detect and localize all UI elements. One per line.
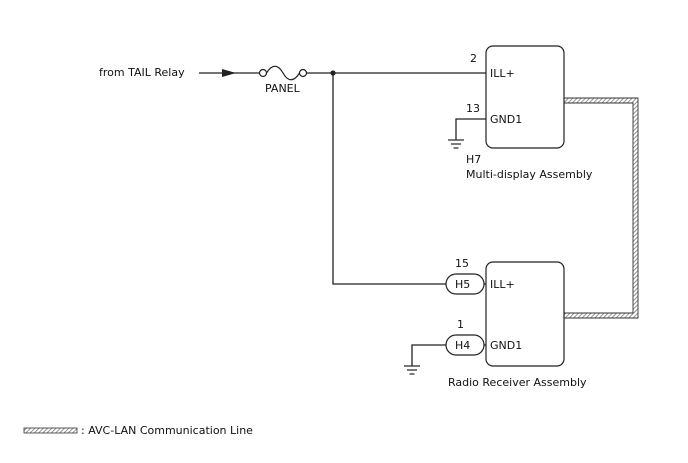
- lower-pin-1-number: 1: [457, 318, 464, 331]
- lower-pin-1-label: GND1: [490, 339, 522, 352]
- lower-pin-15-label: ILL+: [490, 278, 515, 291]
- fuse-label: PANEL: [265, 82, 301, 95]
- upper-component-name: Multi-display Assembly: [466, 168, 593, 181]
- lower-ground-wire: [411, 344, 446, 366]
- source-label: from TAIL Relay: [99, 66, 185, 79]
- h4-connector-label: H4: [455, 339, 470, 352]
- lower-component-name: Radio Receiver Assembly: [448, 376, 587, 389]
- upper-pin-13-number: 13: [466, 102, 480, 115]
- legend-label: : AVC-LAN Communication Line: [81, 424, 253, 437]
- multi-display-assembly-box: [485, 45, 565, 149]
- radio-receiver-assembly-box: [485, 261, 565, 367]
- legend-swatch: [23, 427, 78, 434]
- upper-ground-wire: [455, 118, 486, 140]
- source-arrow-icon: [222, 69, 236, 77]
- upper-pin-13-label: GND1: [490, 113, 522, 126]
- lower-pin-15-number: 15: [455, 257, 469, 270]
- upper-pin-2-number: 2: [470, 52, 477, 65]
- avc-lan-line: [563, 97, 639, 319]
- power-wire-lower: [332, 73, 446, 285]
- h5-connector-label: H5: [455, 278, 470, 291]
- lower-ground-icon: [404, 365, 420, 375]
- upper-pin-2-label: ILL+: [490, 67, 515, 80]
- upper-ground-icon: [448, 139, 464, 149]
- upper-connector-label: H7: [466, 153, 481, 166]
- fuse-icon: [258, 65, 308, 81]
